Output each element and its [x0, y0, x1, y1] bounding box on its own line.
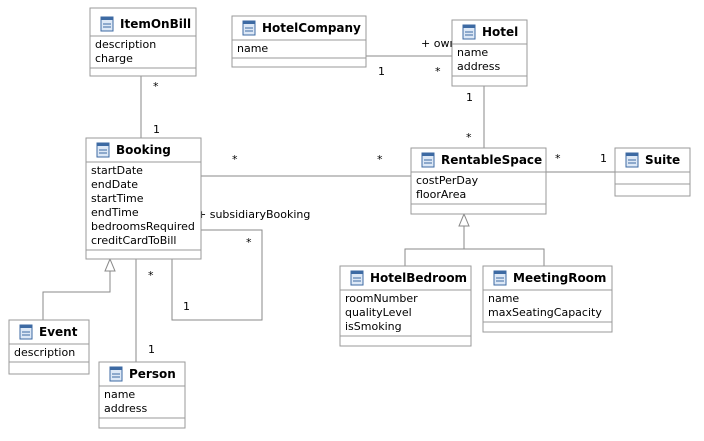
multiplicity-hotel-to-space: 1: [466, 91, 473, 104]
class-event[interactable]: Event description: [8, 319, 90, 375]
multiplicity-self-lower: 1: [183, 300, 190, 313]
class-suite[interactable]: Suite: [614, 147, 691, 197]
class-name: RentableSpace: [441, 153, 542, 167]
edges: [42, 55, 615, 362]
multiplicity-space-from-hotel: *: [466, 131, 472, 144]
attribute-room-number: roomNumber: [345, 292, 418, 305]
class-name: ItemOnBill: [120, 17, 191, 31]
class-icon: [96, 142, 110, 158]
attribute-address: address: [457, 60, 500, 73]
attribute-cost-per-day: costPerDay: [416, 174, 479, 187]
class-hotel-bedroom[interactable]: HotelBedroom roomNumberqualityLevelisSmok…: [339, 265, 472, 347]
generalization-arrow-rentablespace: [458, 212, 470, 227]
class-icon: [625, 152, 639, 168]
attribute-end-time: endTime: [91, 206, 139, 219]
attribute-description: description: [14, 346, 75, 359]
generalization-arrow-booking: [104, 257, 116, 272]
class-name: Suite: [645, 153, 680, 167]
class-box-frame: [85, 137, 202, 260]
attribute-start-time: startTime: [91, 192, 144, 205]
class-icon: [462, 24, 476, 40]
class-name: Event: [39, 325, 78, 339]
attribute-quality-level: qualityLevel: [345, 306, 412, 319]
attribute-name: name: [488, 292, 519, 305]
multiplicity-hotel-end: *: [435, 65, 441, 78]
multiplicity-space-to-suite: *: [555, 152, 561, 165]
multiplicity-booking-from-bill: 1: [153, 123, 160, 136]
attribute-start-date: startDate: [91, 164, 143, 177]
attribute-name: name: [457, 46, 488, 59]
attribute-floor-area: floorArea: [416, 188, 466, 201]
attribute-charge: charge: [95, 52, 133, 65]
edge-event-generalizes-booking: [42, 271, 111, 320]
attribute-end-date: endDate: [91, 178, 138, 191]
multiplicity-suite-end: 1: [600, 152, 607, 165]
multiplicity-booking-to-person: *: [148, 269, 154, 282]
multiplicity-space-from-booking: *: [377, 153, 383, 166]
class-boxes: ItemOnBilldescriptionchargeHotelCompanyn…: [8, 7, 691, 429]
class-box-frame: [89, 7, 197, 77]
multiplicity-company-end: 1: [378, 65, 385, 78]
class-booking[interactable]: Booking startDateendDatestartTimeendTimeb…: [85, 137, 202, 260]
attribute-credit-card-to-bill: creditCardToBill: [91, 234, 176, 247]
class-icon: [109, 366, 123, 382]
class-icon: [100, 16, 114, 32]
attribute-is-smoking: isSmoking: [345, 320, 402, 333]
edge-hotelbedroom-generalizes-rentablespace: [404, 226, 465, 266]
edge-booking-self-association: [171, 229, 263, 321]
multiplicity-booking-to-space: *: [232, 153, 238, 166]
class-name: MeetingRoom: [513, 271, 606, 285]
class-hotel-company[interactable]: HotelCompany name: [231, 15, 367, 68]
class-name: HotelCompany: [262, 21, 361, 35]
attribute-address: address: [104, 402, 147, 415]
class-icon: [421, 152, 435, 168]
attribute-name: name: [104, 388, 135, 401]
attribute-description: description: [95, 38, 156, 51]
class-box-frame: [410, 147, 547, 215]
class-icon: [19, 324, 33, 340]
edge-meetingroom-generalizes-rentablespace: [464, 248, 545, 266]
attribute-max-seating-capacity: maxSeatingCapacity: [488, 306, 602, 319]
class-icon: [242, 20, 256, 36]
class-icon: [493, 270, 507, 286]
class-name: Booking: [116, 143, 171, 157]
class-name: Hotel: [482, 25, 518, 39]
class-name: Person: [129, 367, 176, 381]
attribute-name: name: [237, 42, 268, 55]
class-icon: [350, 270, 364, 286]
attribute-bedrooms-required: bedroomsRequired: [91, 220, 195, 233]
multiplicity-self-upper: *: [246, 236, 252, 249]
class-name: HotelBedroom: [370, 271, 467, 285]
role-subsidiary-booking: + subsidiaryBooking: [197, 208, 310, 221]
multiplicity-person-end: 1: [148, 343, 155, 356]
multiplicity-bill-end: *: [153, 80, 159, 93]
